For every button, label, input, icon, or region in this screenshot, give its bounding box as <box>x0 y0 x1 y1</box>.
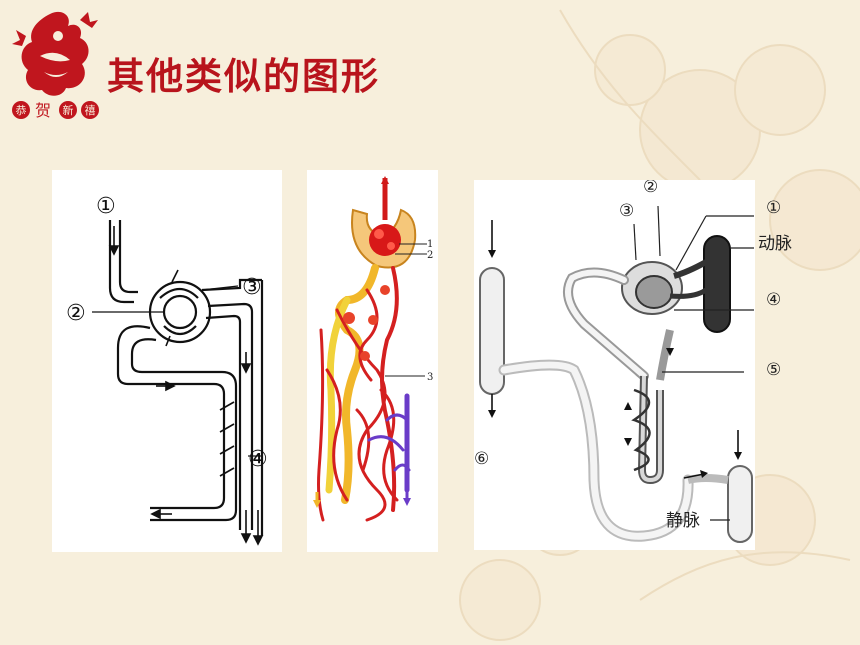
nephron-line-diagram: ① ② ③ ④ <box>52 170 282 552</box>
logo-char-1: 恭 <box>16 104 27 117</box>
diagram3-vein-label: 静脉 <box>666 511 700 531</box>
nephron-vessel-diagram: ② ③ ⑥ 静脉 <box>474 180 755 550</box>
logo-char-4: 禧 <box>85 104 96 117</box>
diagram2-label-1: 1 <box>427 239 433 250</box>
diagram3-label-2: ② <box>643 180 658 197</box>
diagram2-label-2: 2 <box>427 250 433 261</box>
diagram3-label-4: ④ <box>766 290 782 310</box>
diagram3-label-1: ① <box>766 198 782 218</box>
diagram1-label-2: ② <box>66 301 86 326</box>
logo-char-2: 贺 <box>35 101 51 120</box>
slide-title: 其他类似的图形 <box>107 55 380 98</box>
diagram3-artery-label: 动脉 <box>758 234 792 254</box>
diagram1-label-1: ① <box>96 194 116 219</box>
diagram3-label-3: ③ <box>619 201 634 221</box>
rooster-logo: 恭 贺 新 禧 <box>12 11 99 120</box>
diagram3-label-6: ⑥ <box>474 449 489 469</box>
logo-char-3: 新 <box>63 103 74 117</box>
diagram2-label-3: 3 <box>427 372 433 383</box>
diagram1-label-3: ③ <box>242 275 262 300</box>
nephron-color-diagram: 1 2 3 <box>307 170 438 552</box>
diagram3-label-5: ⑤ <box>766 360 782 380</box>
diagram1-label-4: ④ <box>248 447 268 472</box>
